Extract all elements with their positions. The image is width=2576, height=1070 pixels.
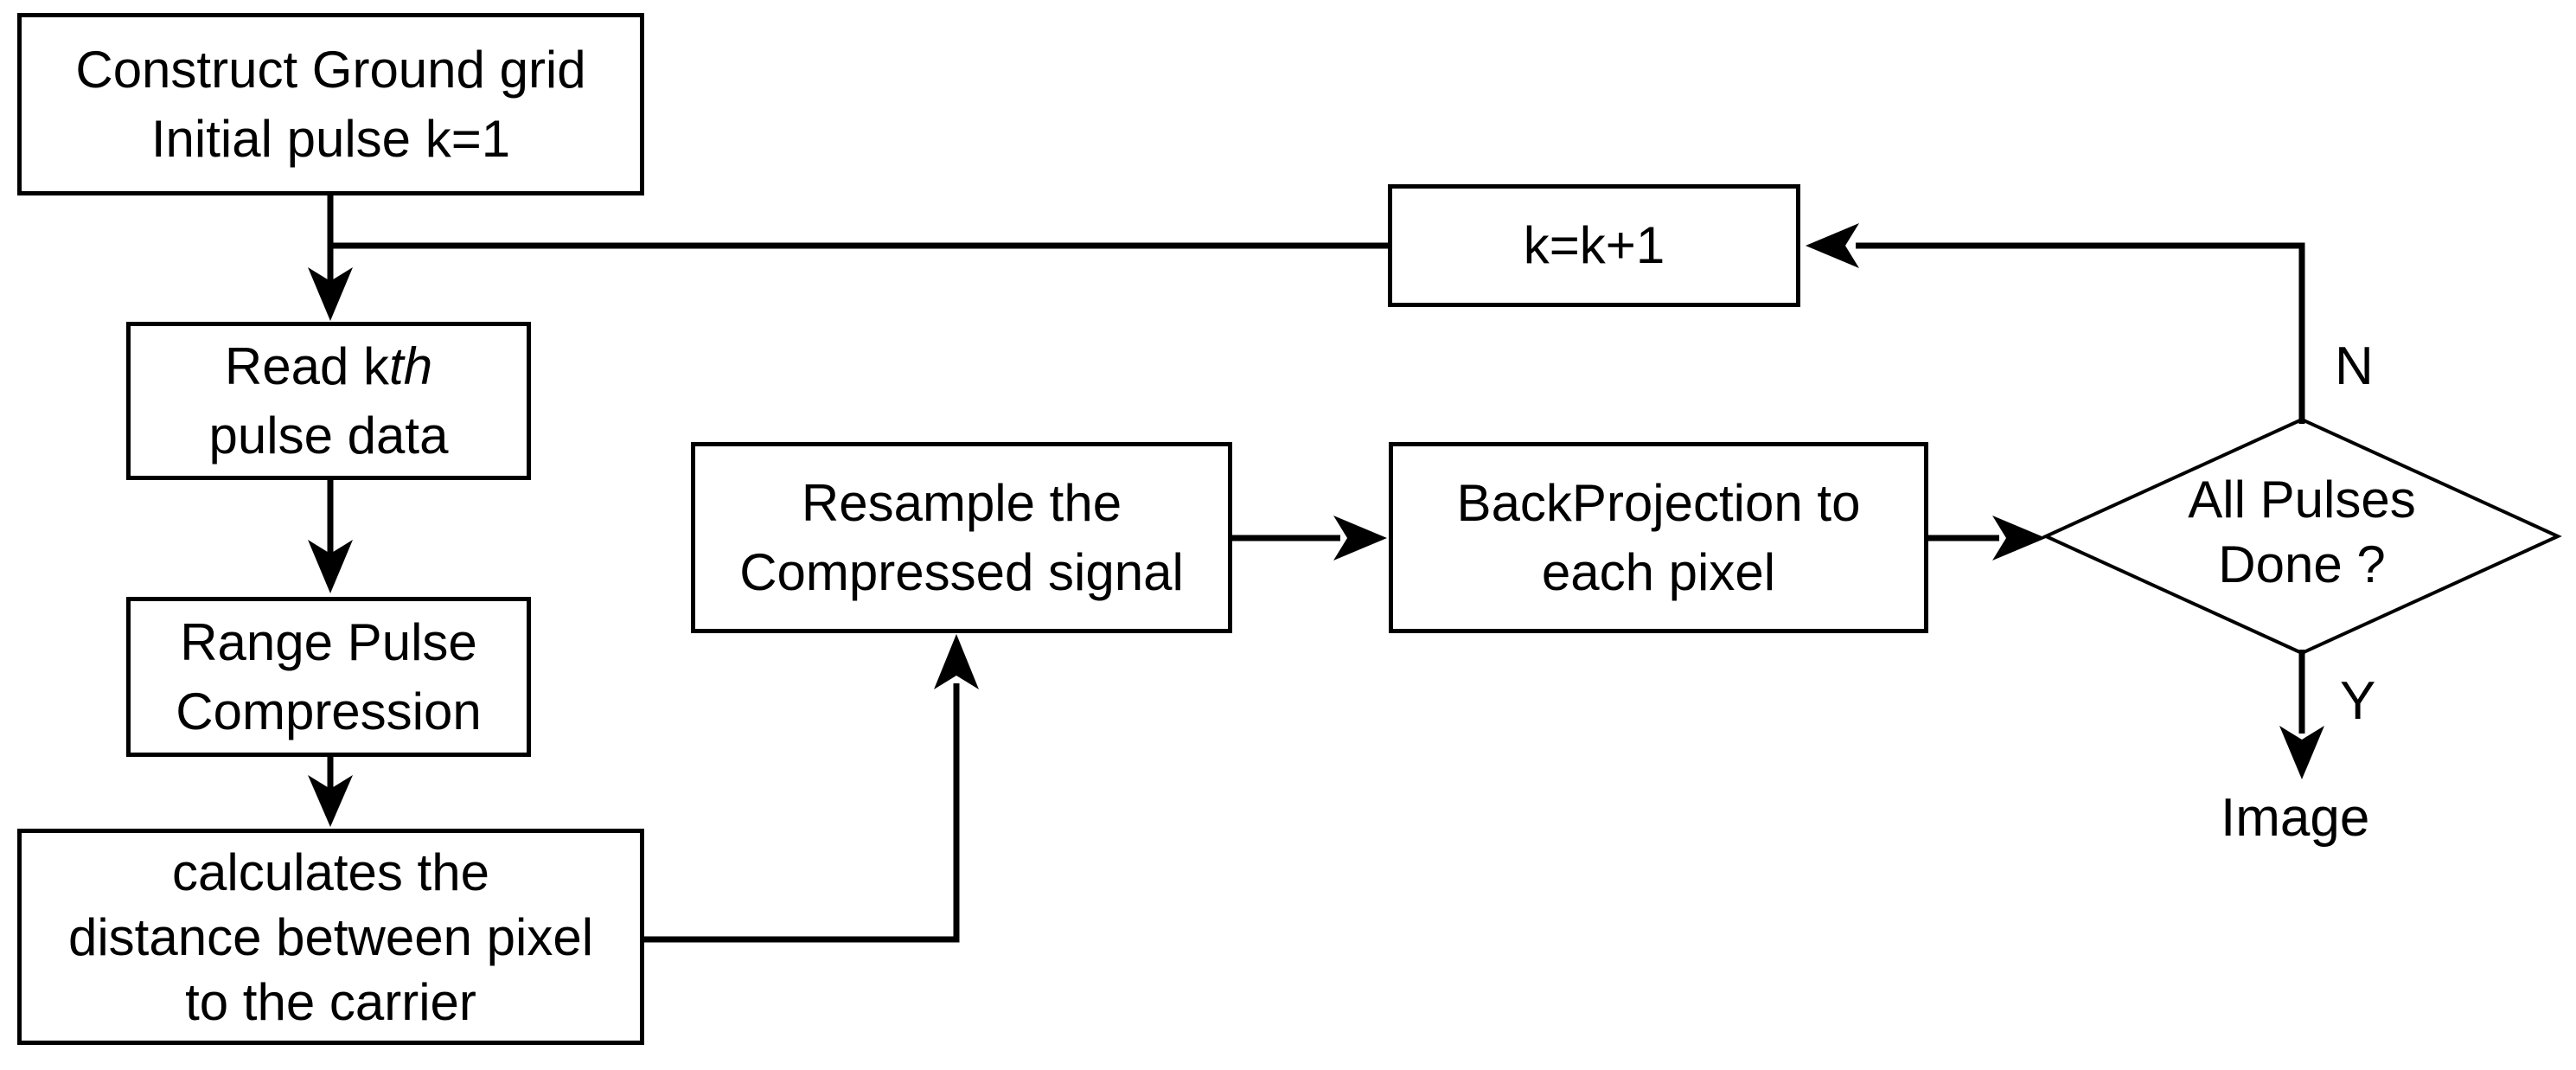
no-branch-label: N	[2335, 336, 2374, 396]
decision-diamond-text: All Pulses Done ?	[2086, 467, 2518, 597]
backprojection-line1: BackProjection to	[1456, 474, 1861, 533]
arrowhead-range-to-calc	[308, 775, 353, 827]
connector-decision-no-to-increment	[1856, 242, 2305, 424]
read-pulse-box: Read kth pulse data	[126, 322, 531, 480]
range-compression-box: Range Pulse Compression	[126, 597, 531, 757]
calc-line3: to the carrier	[185, 972, 476, 1031]
read-line1: Read kth	[225, 332, 432, 400]
construct-line2: Initial pulse k=1	[150, 109, 511, 168]
resample-line2: Compressed signal	[739, 542, 1184, 601]
increment-k-box: k=k+1	[1388, 184, 1800, 307]
construct-ground-grid-box: Construct Ground grid Initial pulse k=1	[17, 13, 644, 195]
construct-line1: Construct Ground grid	[75, 41, 586, 99]
arrowhead-backprojection-to-decision	[1992, 516, 2046, 561]
backprojection-line2: each pixel	[1541, 542, 1776, 601]
read-line1-italic: th	[389, 337, 433, 396]
arrowhead-calc-to-resample	[934, 634, 979, 689]
arrowhead-read-to-range	[308, 540, 353, 593]
image-output-label: Image	[2221, 788, 2370, 848]
yes-branch-label: Y	[2340, 671, 2376, 731]
range-line1: Range Pulse	[180, 613, 477, 672]
backprojection-box: BackProjection to each pixel	[1389, 442, 1928, 633]
read-line1-regular: Read k	[224, 337, 390, 396]
arrowhead-resample-to-backprojection	[1333, 516, 1387, 561]
arrowhead-decision-no-to-increment	[1806, 223, 1859, 268]
arrowhead-decision-yes-to-image	[2279, 726, 2324, 779]
calc-line2: distance between pixel	[67, 907, 594, 966]
calc-line1: calculates the	[172, 843, 489, 901]
decision-line2: Done ?	[2218, 535, 2386, 593]
arrowhead-construct-to-read	[308, 267, 353, 321]
resample-line1: Resample the	[801, 474, 1122, 533]
resample-signal-box: Resample the Compressed signal	[691, 442, 1232, 633]
connector-calc-to-resample	[642, 683, 960, 943]
calc-distance-box: calculates the distance between pixel to…	[17, 829, 644, 1045]
read-line2: pulse data	[208, 406, 449, 465]
decision-line1: All Pulses	[2188, 471, 2416, 529]
increment-label: k=k+1	[1523, 216, 1665, 275]
range-line2: Compression	[176, 682, 482, 740]
